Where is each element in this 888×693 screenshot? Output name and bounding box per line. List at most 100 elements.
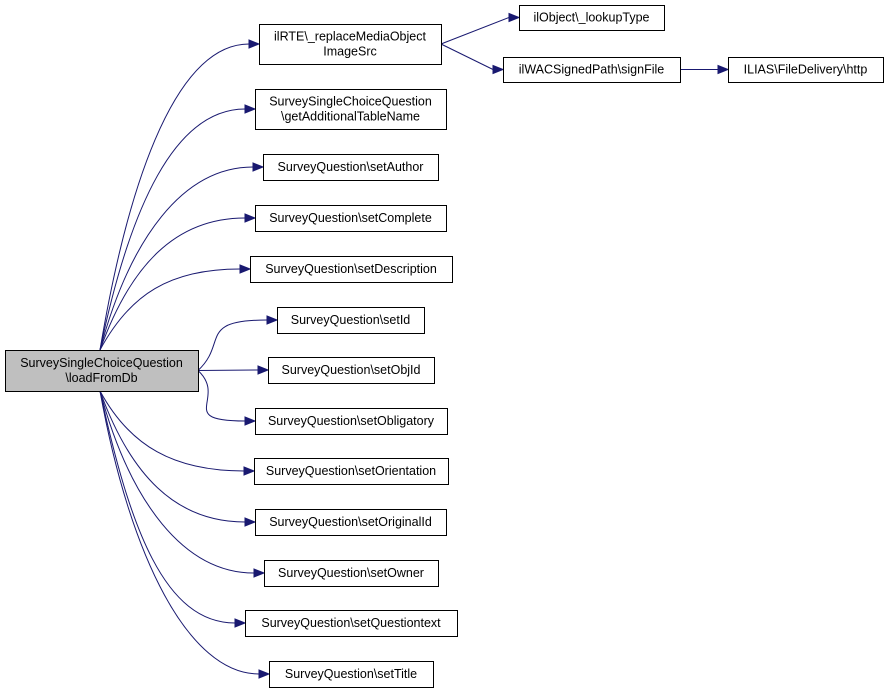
node-setDescription[interactable]: SurveyQuestion\setDescription (250, 256, 453, 283)
edge-root-to-setDescription (99, 264, 252, 351)
node-label-line: SurveyQuestion\setObligatory (268, 414, 435, 428)
edge-line (197, 319, 268, 371)
edge-line (99, 166, 254, 351)
node-box (255, 509, 447, 536)
node-label-line: SurveyQuestion\setId (291, 313, 411, 327)
node-label-line: SurveyQuestion\setDescription (265, 262, 437, 276)
node-lookupType[interactable]: ilObject\_lookupType (519, 5, 665, 31)
edge-root-to-setId (197, 315, 279, 371)
arrowhead (253, 568, 266, 578)
node-box (268, 357, 435, 384)
node-getAdditionalTableName[interactable]: SurveySingleChoiceQuestion\getAdditional… (255, 89, 447, 130)
node-signFile[interactable]: ilWACSignedPath\signFile (503, 57, 681, 83)
node-label-line: SurveyQuestion\setOwner (278, 566, 424, 580)
edge-line (99, 390, 260, 675)
node-setOwner[interactable]: SurveyQuestion\setOwner (264, 560, 439, 587)
node-label-line: ilWACSignedPath\signFile (519, 63, 664, 77)
edge-line (99, 217, 246, 351)
node-setOrientation[interactable]: SurveyQuestion\setOrientation (254, 458, 449, 485)
node-label-line: SurveySingleChoiceQuestion (20, 356, 183, 370)
arrowhead (243, 466, 256, 476)
node-setAuthor[interactable]: SurveyQuestion\setAuthor (263, 154, 439, 181)
edge-line (440, 43, 494, 70)
node-setQuestiontext[interactable]: SurveyQuestion\setQuestiontext (245, 610, 458, 637)
arrowhead (244, 213, 257, 223)
node-label-line: SurveyQuestion\setObjId (282, 363, 421, 377)
node-box (269, 661, 434, 688)
edge-root-to-setOrientation (99, 390, 256, 476)
node-setTitle[interactable]: SurveyQuestion\setTitle (269, 661, 434, 688)
node-label-line: ImageSrc (323, 45, 377, 59)
arrowhead (266, 315, 279, 325)
node-label-line: ilObject\_lookupType (533, 11, 649, 25)
edge-root-to-setObligatory (197, 370, 257, 426)
node-label-line: SurveyQuestion\setQuestiontext (261, 616, 441, 630)
edge-line (99, 390, 245, 472)
arrowhead (258, 669, 271, 679)
edge-line (440, 17, 510, 45)
edges-layer (99, 12, 730, 679)
edge-line (99, 390, 246, 523)
node-box (255, 205, 447, 232)
node-label-line: \getAdditionalTableName (281, 110, 420, 124)
nodes-layer: SurveySingleChoiceQuestion\loadFromDbilR… (5, 5, 884, 688)
edge-line (99, 390, 255, 574)
node-label-line: SurveySingleChoiceQuestion (269, 95, 432, 109)
arrowhead (257, 365, 270, 375)
node-box (254, 458, 449, 485)
node-label-line: SurveyQuestion\setAuthor (278, 160, 424, 174)
node-label-line: SurveyQuestion\setComplete (269, 211, 432, 225)
node-box (245, 610, 458, 637)
arrowhead (508, 12, 521, 23)
edge-root-to-setTitle (99, 390, 271, 679)
node-box (277, 307, 425, 334)
node-setId[interactable]: SurveyQuestion\setId (277, 307, 425, 334)
node-setObligatory[interactable]: SurveyQuestion\setObligatory (255, 408, 448, 435)
arrowhead (252, 162, 265, 172)
edge-root-to-setOwner (99, 390, 266, 578)
edge-root-to-setComplete (99, 213, 257, 351)
edge-root-to-setAuthor (99, 162, 265, 351)
arrowhead (239, 264, 252, 274)
arrowhead (717, 64, 730, 75)
edge-rte-to-lookupType (440, 12, 521, 45)
node-box (503, 57, 681, 83)
node-label-line: ilRTE\_replaceMediaObject (274, 30, 426, 44)
node-box (259, 24, 442, 65)
node-http[interactable]: ILIAS\FileDelivery\http (728, 57, 884, 83)
edge-line (99, 390, 236, 624)
edge-line (99, 108, 246, 351)
edge-line (99, 268, 241, 351)
node-label-line: SurveyQuestion\setOrientation (266, 464, 436, 478)
node-box (264, 560, 439, 587)
arrowhead (244, 104, 257, 114)
node-box (255, 89, 447, 130)
node-box (519, 5, 665, 31)
edge-signFile-to-http (680, 64, 730, 75)
node-root[interactable]: SurveySingleChoiceQuestion\loadFromDb (5, 350, 199, 392)
node-setComplete[interactable]: SurveyQuestion\setComplete (255, 205, 447, 232)
edge-root-to-setObjId (197, 365, 270, 375)
node-label-line: \loadFromDb (65, 371, 137, 385)
node-setOriginalId[interactable]: SurveyQuestion\setOriginalId (255, 509, 447, 536)
arrowhead (244, 517, 257, 527)
edge-root-to-rte (99, 39, 261, 351)
node-box (255, 408, 448, 435)
edge-line (197, 369, 259, 371)
edge-root-to-setOriginalId (99, 390, 257, 527)
edge-root-to-setQuestiontext (99, 390, 247, 628)
node-label-line: SurveyQuestion\setOriginalId (269, 515, 432, 529)
node-setObjId[interactable]: SurveyQuestion\setObjId (268, 357, 435, 384)
edge-rte-to-signFile (440, 43, 505, 75)
node-box (728, 57, 884, 83)
node-box (5, 350, 199, 392)
arrowhead (492, 64, 505, 75)
edge-line (197, 370, 246, 422)
node-label-line: ILIAS\FileDelivery\http (744, 63, 868, 77)
arrowhead (244, 416, 257, 426)
node-label-line: SurveyQuestion\setTitle (285, 667, 417, 681)
node-box (250, 256, 453, 283)
edge-root-to-getAdditionalTableName (99, 104, 257, 351)
